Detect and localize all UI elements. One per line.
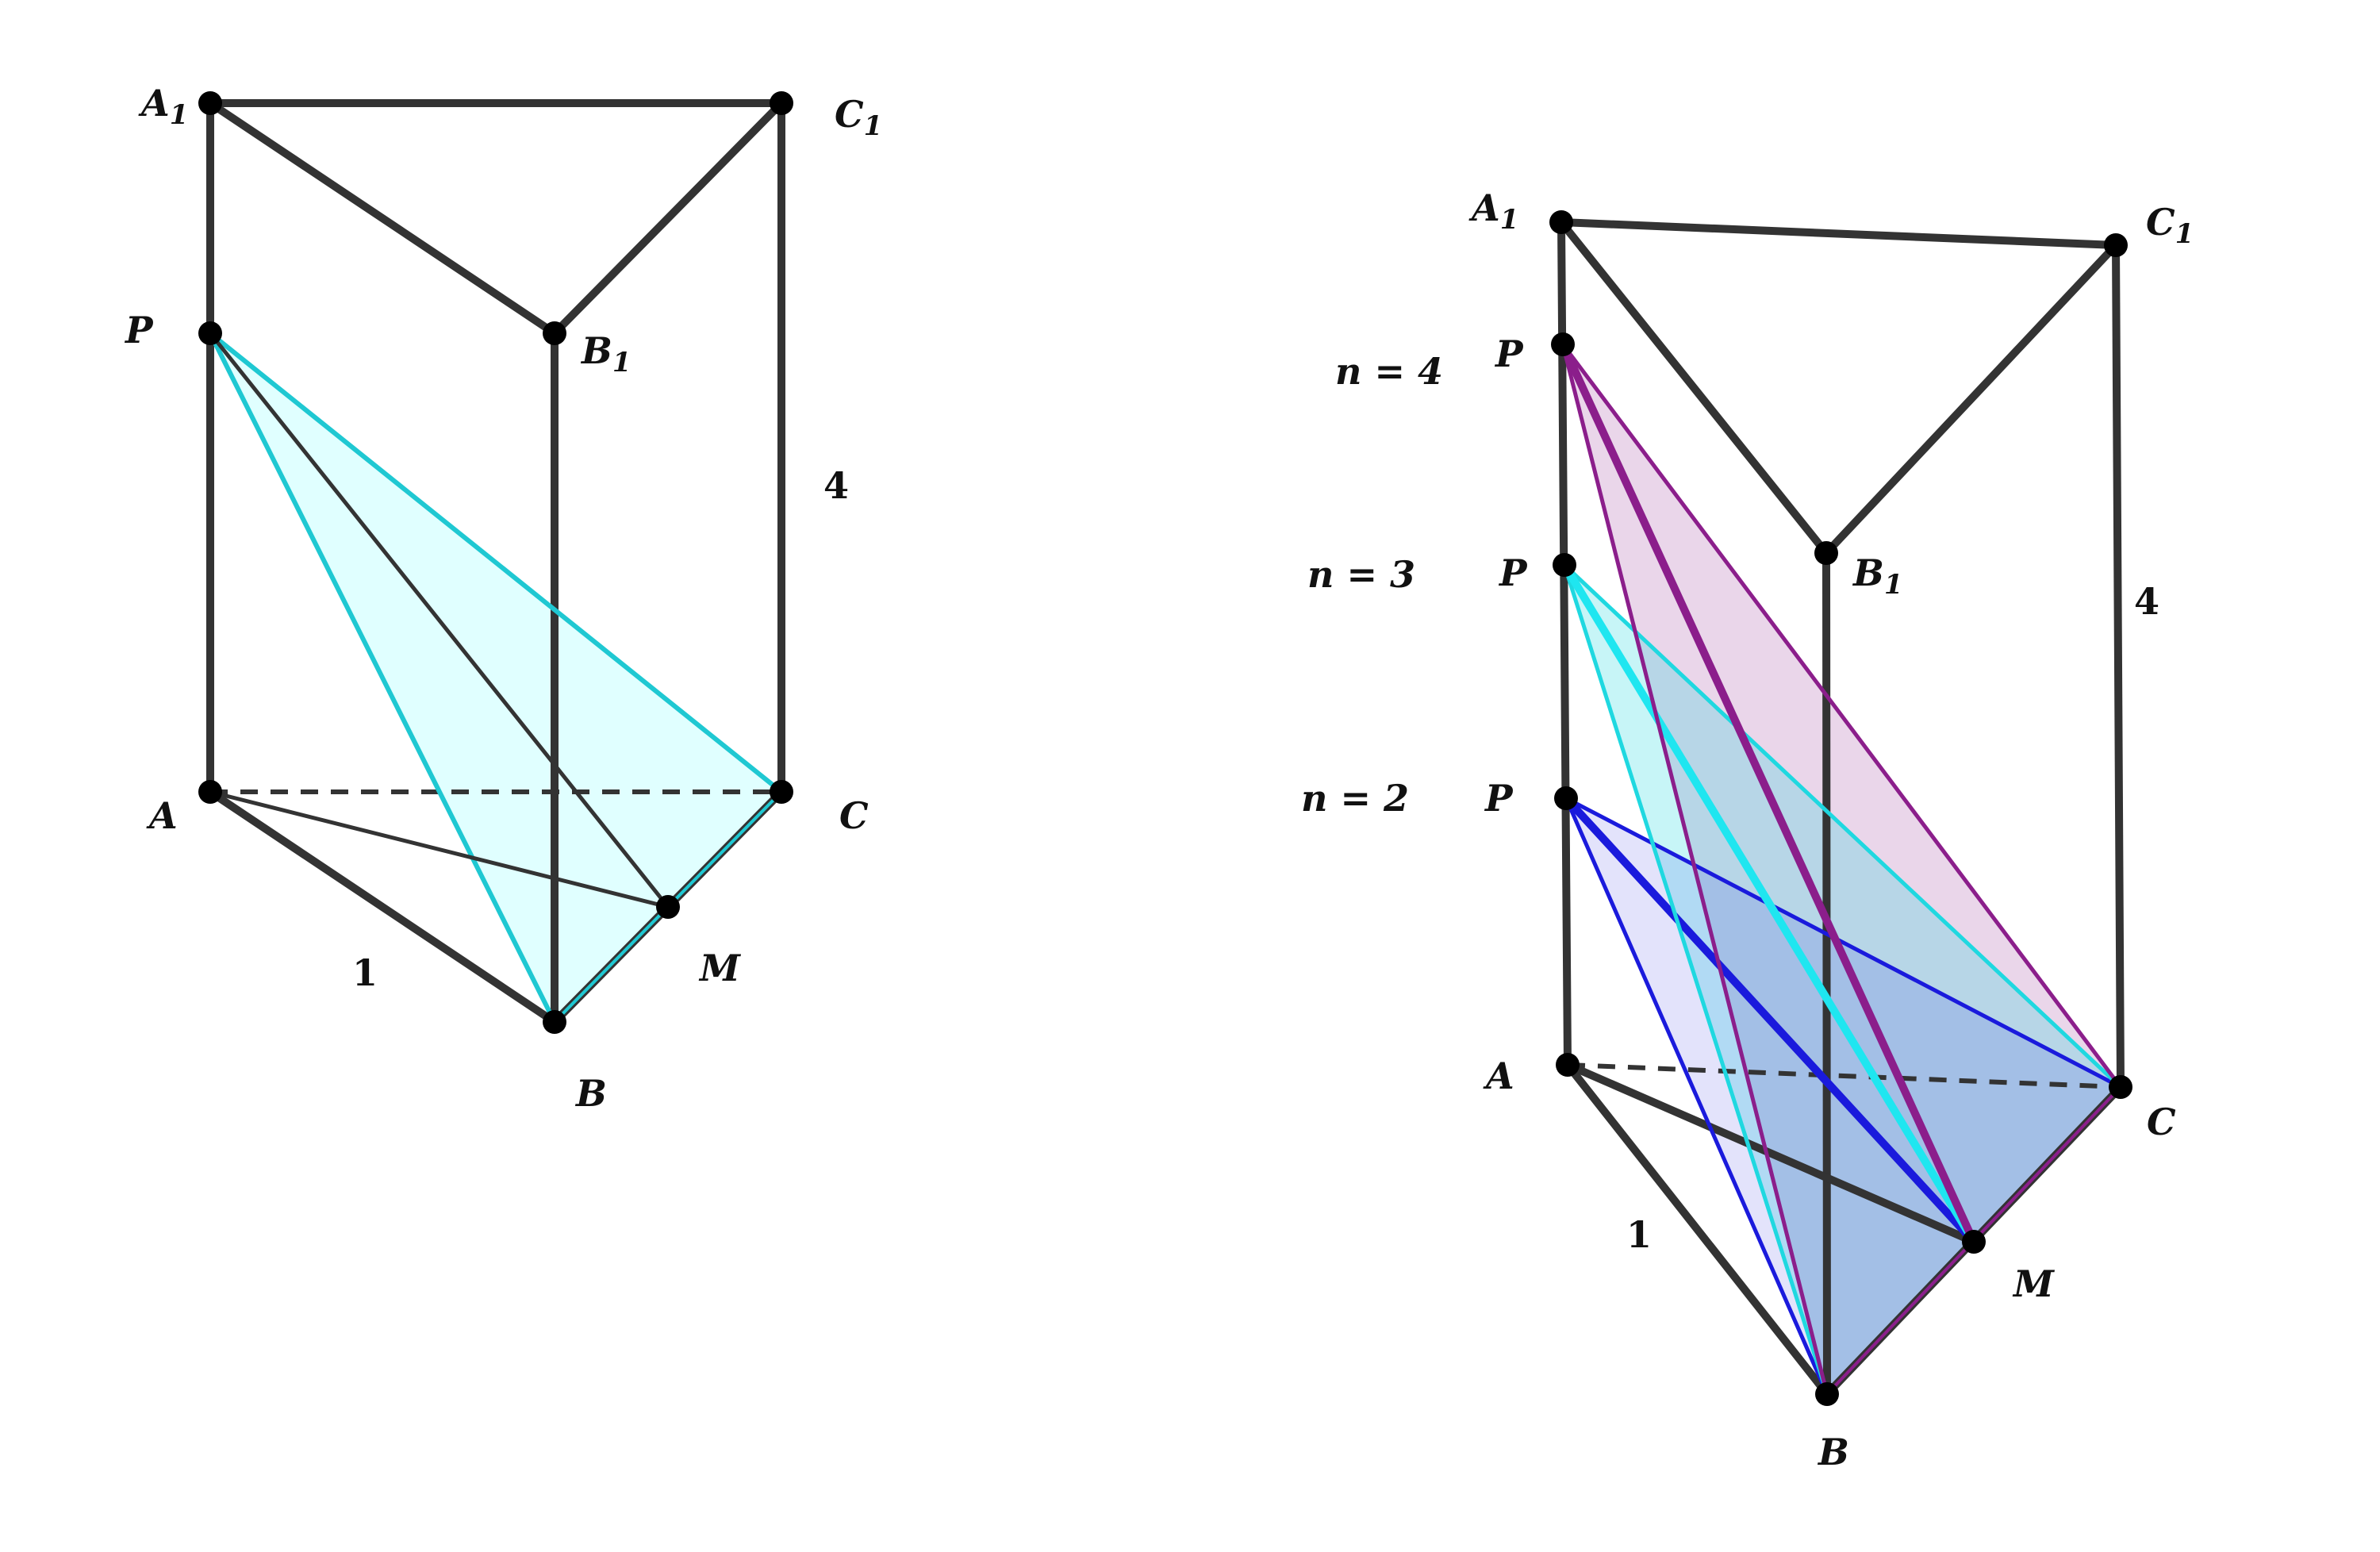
point-a — [198, 780, 222, 804]
segment-am — [1564, 1061, 1978, 1246]
label-c: C — [839, 794, 869, 837]
label-edge-ab: 1 — [1626, 1213, 1652, 1256]
segment-pm — [208, 331, 670, 909]
label-p: P — [124, 309, 154, 352]
edge-cc1 — [2112, 241, 2125, 1091]
plane-pbc — [210, 333, 781, 1022]
point-c — [2109, 1075, 2132, 1099]
segment-p4m — [1559, 342, 1978, 1244]
label-edge-cc1: 4 — [2134, 580, 2159, 623]
label-m: M — [2012, 1262, 2056, 1305]
point-b — [1815, 1382, 1839, 1406]
label-b1: B1 — [1852, 551, 1903, 601]
segment-p3b — [1562, 564, 1829, 1395]
edge-a1b1 — [206, 99, 559, 337]
point-c — [770, 780, 793, 804]
edge-ab — [1564, 1061, 1831, 1398]
plane-n3 — [1564, 565, 2121, 1394]
point-a1 — [198, 91, 222, 115]
segment-p4b — [1560, 344, 1829, 1395]
point-b1 — [1814, 541, 1838, 565]
label-p3: P — [1498, 551, 1528, 594]
point-p4 — [1551, 332, 1575, 356]
segment-p3c — [1563, 563, 2122, 1089]
figure-2-prism: A1 C1 B1 P P P n = 4 n = 3 n = 2 A C B M… — [1301, 186, 2194, 1473]
label-c1: C1 — [835, 93, 882, 142]
edge-aa1 — [1557, 218, 1572, 1069]
label-p4: P — [1494, 332, 1524, 375]
label-a1: A1 — [1468, 186, 1518, 236]
point-p — [198, 321, 222, 345]
point-m — [1962, 1230, 1986, 1254]
point-c1 — [2104, 233, 2128, 257]
segment-p2b — [1564, 797, 1829, 1396]
point-b1 — [543, 321, 566, 345]
figure-1-prism: A1 C1 B1 P A C B M 1 4 — [124, 82, 882, 1115]
point-p3 — [1553, 553, 1576, 577]
edge-bb1 — [1822, 549, 1831, 1398]
label-b1: B1 — [580, 329, 631, 378]
plane-n4 — [1563, 344, 2121, 1394]
edge-ab — [206, 788, 559, 1026]
label-p2: P — [1484, 777, 1514, 820]
edge-b1c1 — [1822, 241, 2120, 557]
segment-p2m — [1563, 795, 1977, 1245]
label-n3: n = 3 — [1307, 553, 1415, 596]
label-a: A — [146, 794, 178, 837]
edge-a1b1 — [1557, 218, 1830, 557]
segment-am — [208, 789, 670, 909]
label-c1: C1 — [2146, 201, 2194, 250]
label-n2: n = 2 — [1301, 777, 1409, 820]
label-b: B — [1817, 1431, 1849, 1473]
edge-ac-hidden — [1567, 1062, 2121, 1089]
label-n4: n = 4 — [1335, 350, 1443, 393]
point-p2 — [1554, 786, 1578, 810]
point-a — [1556, 1053, 1580, 1077]
label-edge-cc1: 4 — [823, 464, 849, 507]
segment-pc — [209, 331, 783, 794]
label-b: B — [574, 1072, 607, 1115]
label-c: C — [2147, 1101, 2176, 1143]
label-a1: A1 — [138, 82, 188, 131]
point-m — [656, 895, 680, 919]
label-edge-ab: 1 — [352, 951, 378, 994]
point-b — [543, 1010, 566, 1034]
edge-a1c1 — [1557, 218, 2120, 249]
point-c1 — [770, 91, 793, 115]
label-m: M — [698, 947, 742, 989]
segment-p4c — [1561, 343, 2122, 1089]
point-a1 — [1549, 210, 1573, 234]
segment-pb — [208, 332, 557, 1024]
segment-p2c — [1564, 796, 2122, 1089]
edge-b1c1 — [551, 99, 785, 337]
segment-p3m — [1560, 563, 1978, 1244]
label-a: A — [1483, 1055, 1514, 1097]
